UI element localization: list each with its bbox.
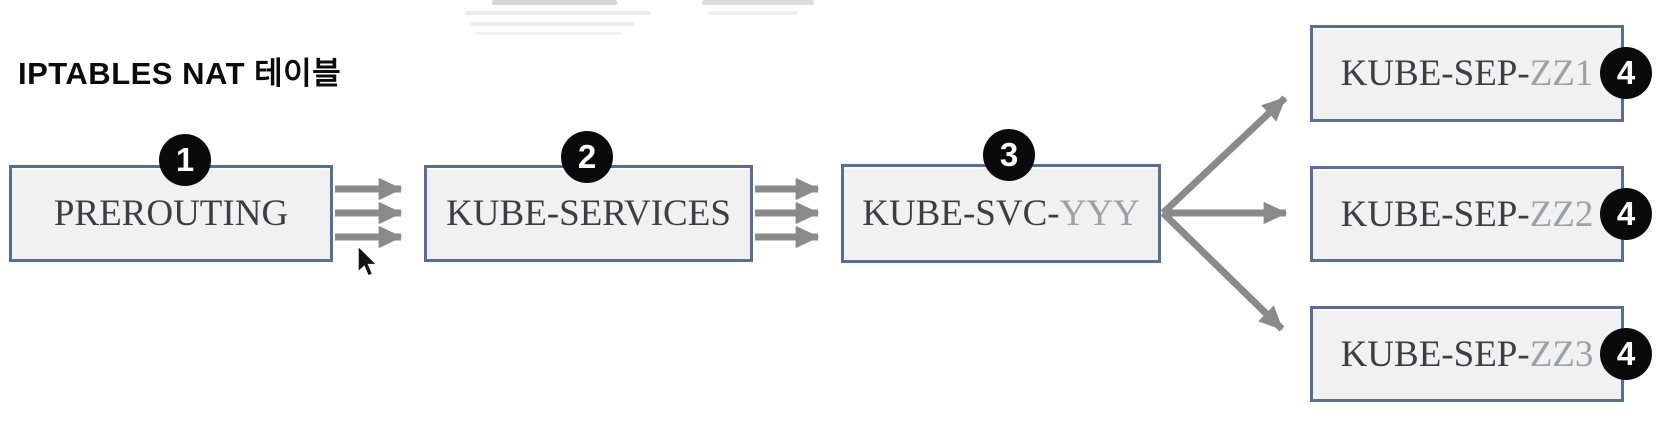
node-label-variable: ZZ2 [1529, 193, 1594, 235]
node-kube-svc-yyy: KUBE-SVC-YYY [841, 164, 1161, 263]
cutoff-content-remnant [492, 0, 617, 5]
node-label-variable: YYY [1059, 193, 1140, 234]
step-badge-4-sep3: 4 [1600, 328, 1652, 380]
arrow-svc-to-sep1 [1160, 95, 1288, 216]
node-kube-sep-zz3: KUBE-SEP-ZZ3 [1310, 306, 1624, 402]
node-label: KUBE-SVC-YYY [862, 193, 1140, 234]
page-title: IPTABLES NAT 테이블 [18, 56, 342, 91]
cutoff-content-remnant [470, 22, 635, 26]
step-badge-2: 2 [561, 131, 613, 183]
node-label-variable: ZZ1 [1529, 53, 1594, 94]
node-kube-sep-zz2: KUBE-SEP-ZZ2 [1310, 166, 1624, 262]
node-label: KUBE-SEP-ZZ2 [1340, 193, 1594, 235]
cutoff-content-remnant [465, 11, 650, 15]
cutoff-content-remnant [702, 0, 814, 5]
step-badge-1: 1 [159, 134, 211, 186]
arrow-svc-to-sep3 [1160, 210, 1285, 332]
node-kube-sep-zz1: KUBE-SEP-ZZ1 [1310, 25, 1624, 122]
step-badge-4-sep1: 4 [1600, 47, 1652, 99]
cutoff-content-remnant [708, 11, 798, 15]
node-label: KUBE-SEP-ZZ1 [1340, 53, 1594, 94]
node-label: PREROUTING [53, 193, 289, 234]
step-badge-4-sep2: 4 [1600, 188, 1652, 240]
node-label-variable: ZZ3 [1529, 333, 1594, 375]
cutoff-content-remnant [476, 32, 621, 35]
node-label: KUBE-SEP-ZZ3 [1340, 333, 1594, 375]
mouse-cursor-icon [357, 246, 379, 277]
step-badge-3: 3 [983, 129, 1035, 181]
node-label: KUBE-SERVICES [446, 193, 731, 234]
